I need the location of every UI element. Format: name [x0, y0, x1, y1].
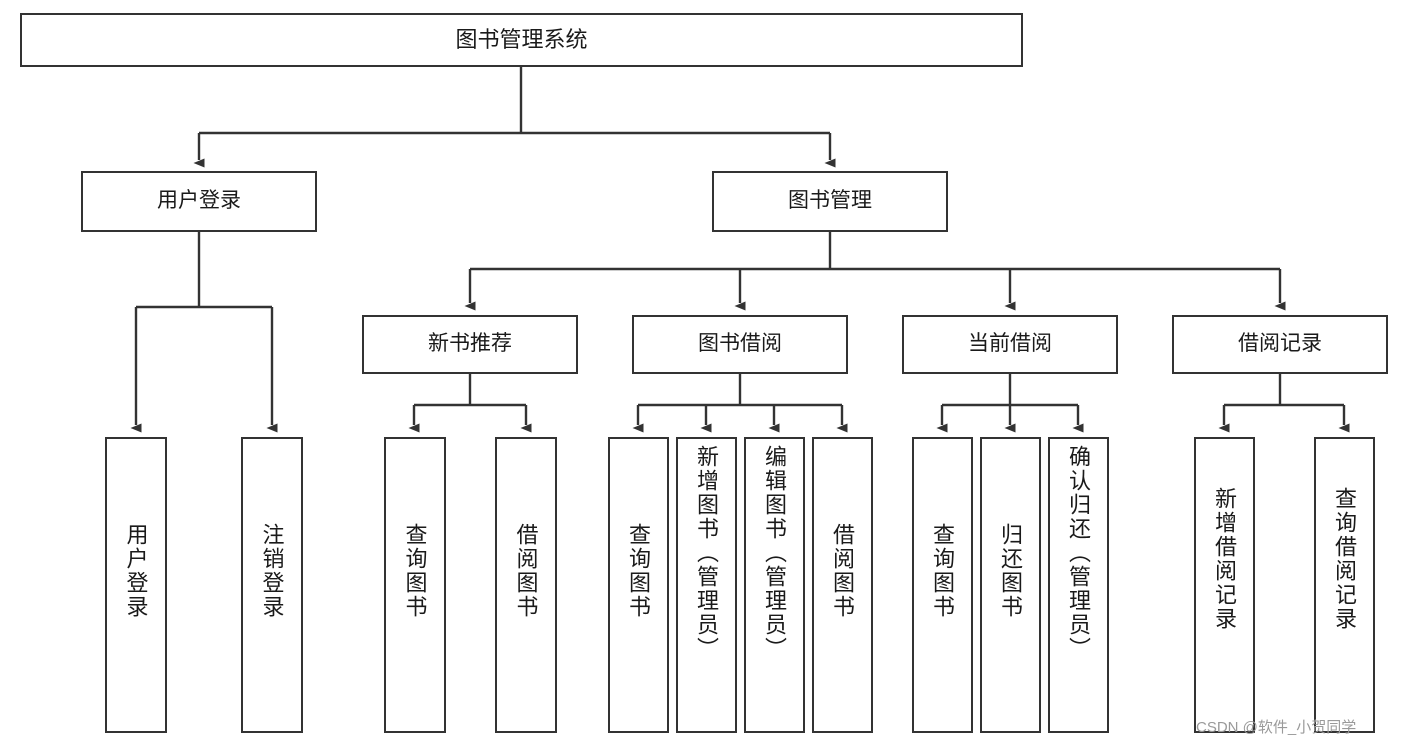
leaf-user-login-logout[interactable]: 注销登录 — [241, 437, 303, 733]
node-user-login[interactable]: 用户登录 — [81, 171, 317, 232]
node-label: 借阅图书 — [513, 523, 539, 619]
leaf-book-borrow-lend[interactable]: 借阅图书 — [812, 437, 873, 733]
node-label: 借阅记录 — [1238, 332, 1322, 356]
csdn-watermark: CSDN @软件_小贺同学 — [1196, 719, 1357, 736]
leaf-borrow-record-add[interactable]: 新增借阅记录 — [1194, 437, 1255, 733]
node-root-system[interactable]: 图书管理系统 — [20, 13, 1023, 67]
node-label: 当前借阅 — [968, 332, 1052, 356]
node-label: 用户登录 — [157, 189, 241, 213]
leaf-current-borrow-query[interactable]: 查询图书 — [912, 437, 973, 733]
node-label: 图书借阅 — [698, 332, 782, 356]
leaf-current-borrow-return[interactable]: 归还图书 — [980, 437, 1041, 733]
node-label: 注销登录 — [259, 523, 285, 619]
node-label: 查询图书 — [930, 523, 956, 619]
node-label: 用户登录 — [123, 523, 149, 619]
node-borrow-record[interactable]: 借阅记录 — [1172, 315, 1388, 374]
node-book-borrow[interactable]: 图书借阅 — [632, 315, 848, 374]
leaf-book-borrow-add[interactable]: 新增图书（管理员） — [676, 437, 737, 733]
leaf-borrow-record-query[interactable]: 查询借阅记录 — [1314, 437, 1375, 733]
node-label: 图书管理系统 — [455, 27, 588, 53]
node-label: 借阅图书 — [830, 523, 856, 619]
node-label: 新书推荐 — [428, 332, 512, 356]
leaf-new-book-borrow[interactable]: 借阅图书 — [495, 437, 557, 733]
node-label: 确认归还（管理员） — [1066, 445, 1092, 661]
node-current-borrow[interactable]: 当前借阅 — [902, 315, 1118, 374]
node-label: 查询借阅记录 — [1332, 487, 1358, 631]
node-label: 编辑图书（管理员） — [762, 445, 788, 661]
leaf-book-borrow-query[interactable]: 查询图书 — [608, 437, 669, 733]
node-new-book-recommend[interactable]: 新书推荐 — [362, 315, 578, 374]
node-label: 查询图书 — [402, 523, 428, 619]
node-book-management[interactable]: 图书管理 — [712, 171, 948, 232]
node-label: 新增图书（管理员） — [694, 445, 720, 661]
node-label: 新增借阅记录 — [1212, 487, 1238, 631]
leaf-book-borrow-edit[interactable]: 编辑图书（管理员） — [744, 437, 805, 733]
leaf-current-borrow-confirm[interactable]: 确认归还（管理员） — [1048, 437, 1109, 733]
node-label: 图书管理 — [788, 189, 872, 213]
leaf-new-book-query[interactable]: 查询图书 — [384, 437, 446, 733]
node-label: 查询图书 — [626, 523, 652, 619]
leaf-user-login-login[interactable]: 用户登录 — [105, 437, 167, 733]
node-label: 归还图书 — [998, 523, 1024, 619]
